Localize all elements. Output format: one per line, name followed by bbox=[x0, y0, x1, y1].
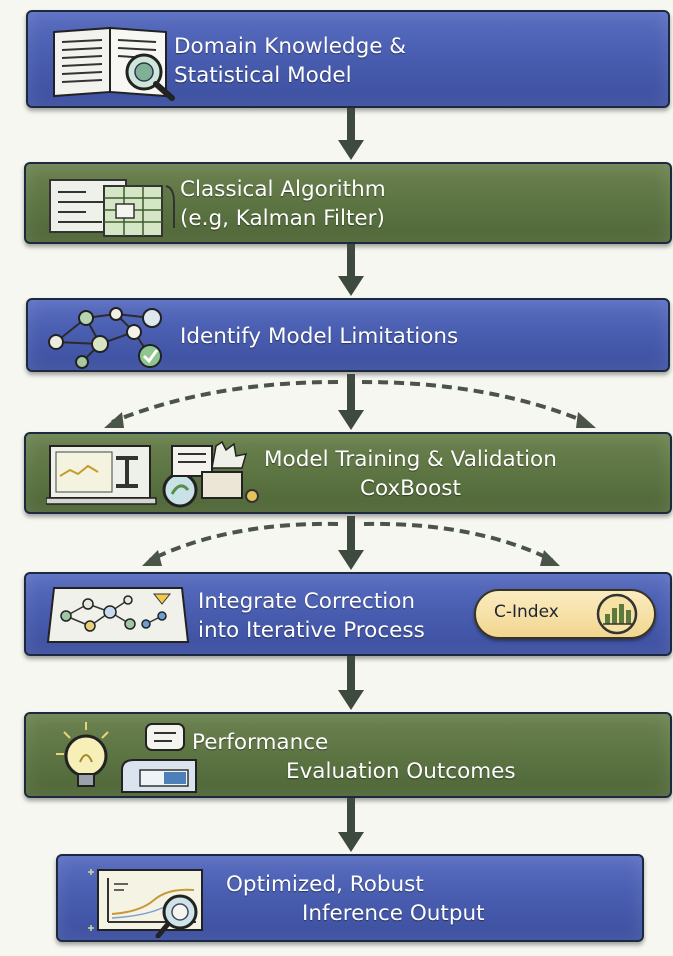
step-label: Model Training & Validation CoxBoost bbox=[264, 447, 557, 501]
step-classical-algorithm: Classical Algorithm (e.g, Kalman Filter) bbox=[24, 162, 672, 244]
branch-arrows bbox=[104, 380, 596, 428]
down-arrow bbox=[338, 798, 364, 852]
down-arrow bbox=[338, 516, 364, 570]
step-label: Domain Knowledge & Statistical Model bbox=[174, 34, 407, 88]
step-performance-evaluation: Performance Evaluation Outcomes bbox=[24, 712, 672, 798]
lightbulb-chat-icon bbox=[56, 722, 197, 793]
branch-arrows bbox=[142, 521, 560, 566]
down-arrow bbox=[338, 108, 364, 160]
down-arrow bbox=[338, 374, 364, 430]
c-index-label: C-Index bbox=[494, 602, 559, 622]
step-integrate-correction: Integrate Correction into Iterative Proc… bbox=[24, 572, 672, 656]
step-label: Identify Model Limitations bbox=[180, 324, 459, 349]
network-laptop-icon bbox=[46, 587, 190, 643]
step-model-training: Model Training & Validation CoxBoost bbox=[24, 432, 672, 514]
step-identify-limitations: Identify Model Limitations bbox=[26, 298, 670, 372]
step-optimized-output: Optimized, Robust Inference Output bbox=[56, 854, 644, 942]
document-spreadsheet-icon bbox=[49, 179, 175, 237]
step-label: Optimized, Robust Inference Output bbox=[226, 872, 485, 926]
open-book-magnifier-icon bbox=[53, 26, 175, 101]
bar-chart-icon bbox=[596, 593, 638, 635]
down-arrow bbox=[338, 656, 364, 710]
c-index-badge: C-Index bbox=[474, 589, 656, 639]
down-arrow bbox=[338, 244, 364, 296]
monitor-training-gear-icon bbox=[46, 440, 259, 508]
step-label: Integrate Correction into Iterative Proc… bbox=[198, 589, 425, 643]
chart-magnifier-icon bbox=[88, 869, 203, 938]
step-domain-knowledge: Domain Knowledge & Statistical Model bbox=[26, 10, 670, 108]
step-label: Classical Algorithm (e.g, Kalman Filter) bbox=[180, 177, 386, 231]
network-graph-check-icon bbox=[48, 307, 162, 369]
step-label: Performance Evaluation Outcomes bbox=[192, 730, 516, 784]
